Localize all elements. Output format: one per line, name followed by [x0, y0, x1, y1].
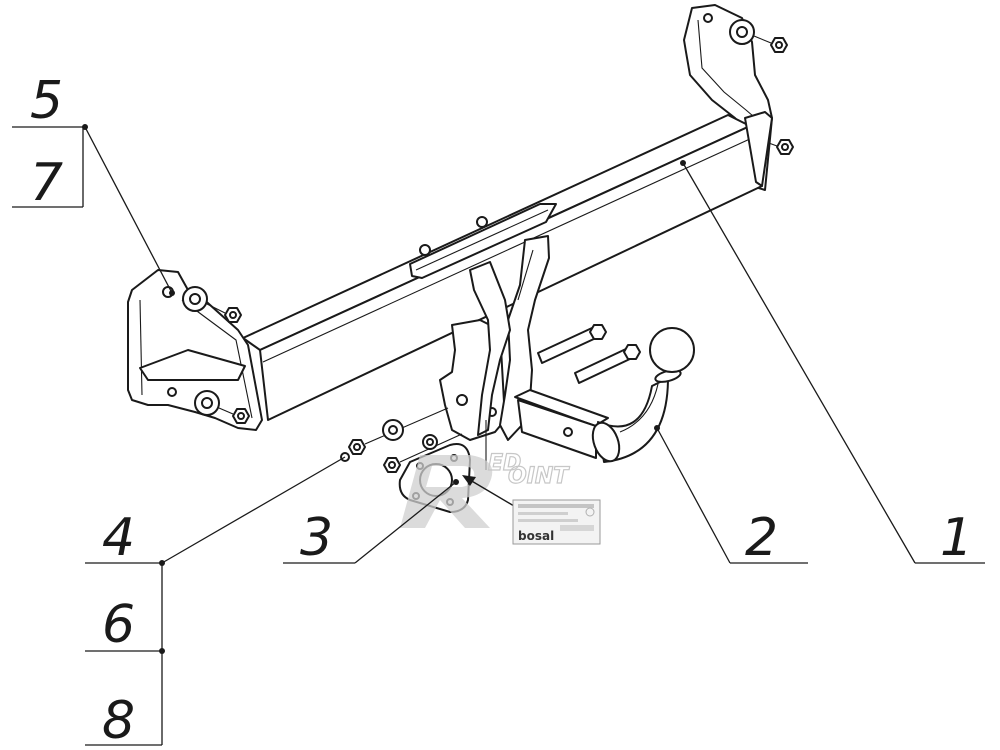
callout-1: 1: [682, 162, 985, 568]
label-arrow: [469, 479, 515, 507]
bracket-bolt-icon: [167, 387, 177, 397]
callout-8-label: 8: [102, 691, 135, 750]
callout-5-7: 5 7: [12, 71, 175, 296]
callout-5-label: 5: [30, 71, 63, 131]
washer-icon: [422, 434, 438, 450]
callout-7-label: 7: [30, 153, 63, 213]
identification-label-plate: bosal: [462, 475, 601, 545]
washer-icon: [382, 419, 404, 441]
watermark-logo: ED OINT: [400, 450, 571, 528]
callout-2-label: 2: [745, 508, 778, 568]
left-mounting-bracket: [127, 269, 263, 431]
washer-icon: [182, 286, 208, 312]
fastener-set: [340, 407, 487, 473]
nut-icon: [224, 307, 242, 323]
bracket-bolt-icon: [703, 13, 713, 23]
watermark-text-line2: OINT: [508, 464, 570, 489]
callout-3-leader: [354, 481, 457, 564]
washer-icon: [729, 19, 755, 45]
nut-icon: [383, 457, 401, 473]
washer-icon: [194, 390, 220, 416]
callout-4-leader: [161, 456, 346, 564]
callout-6-label: 6: [102, 595, 135, 655]
callout-2: 2: [656, 427, 808, 568]
callout-3-label: 3: [300, 508, 333, 568]
bolt-head-icon: [589, 324, 607, 340]
bracket-flange: [139, 349, 246, 381]
hitch-neck-plates: [469, 235, 550, 441]
nut-icon: [770, 37, 788, 53]
tow-hitch-arm: [514, 327, 695, 463]
watermark-text-line1: ED: [488, 451, 521, 476]
callout-1-label: 1: [940, 508, 973, 568]
callout-4-6-8: 4 6 8: [85, 456, 346, 750]
callout-4-label: 4: [102, 508, 135, 568]
nut-icon: [232, 408, 250, 424]
long-bolt: [574, 344, 641, 384]
center-saddle-plate: [409, 203, 557, 279]
callout-5-leader: [84, 126, 173, 294]
tow-ball: [649, 327, 695, 373]
arrow-head-icon: [462, 475, 476, 486]
callout-3: 3: [283, 481, 457, 568]
bolt-head-icon: [623, 344, 641, 360]
nut-icon: [776, 139, 794, 155]
callout-2-leader: [656, 427, 731, 564]
neck-sleeve: [591, 421, 621, 463]
nut-icon: [348, 439, 366, 455]
callout-1-leader: [682, 162, 916, 564]
long-bolt: [537, 324, 607, 364]
label-brand-text: bosal: [518, 529, 554, 543]
